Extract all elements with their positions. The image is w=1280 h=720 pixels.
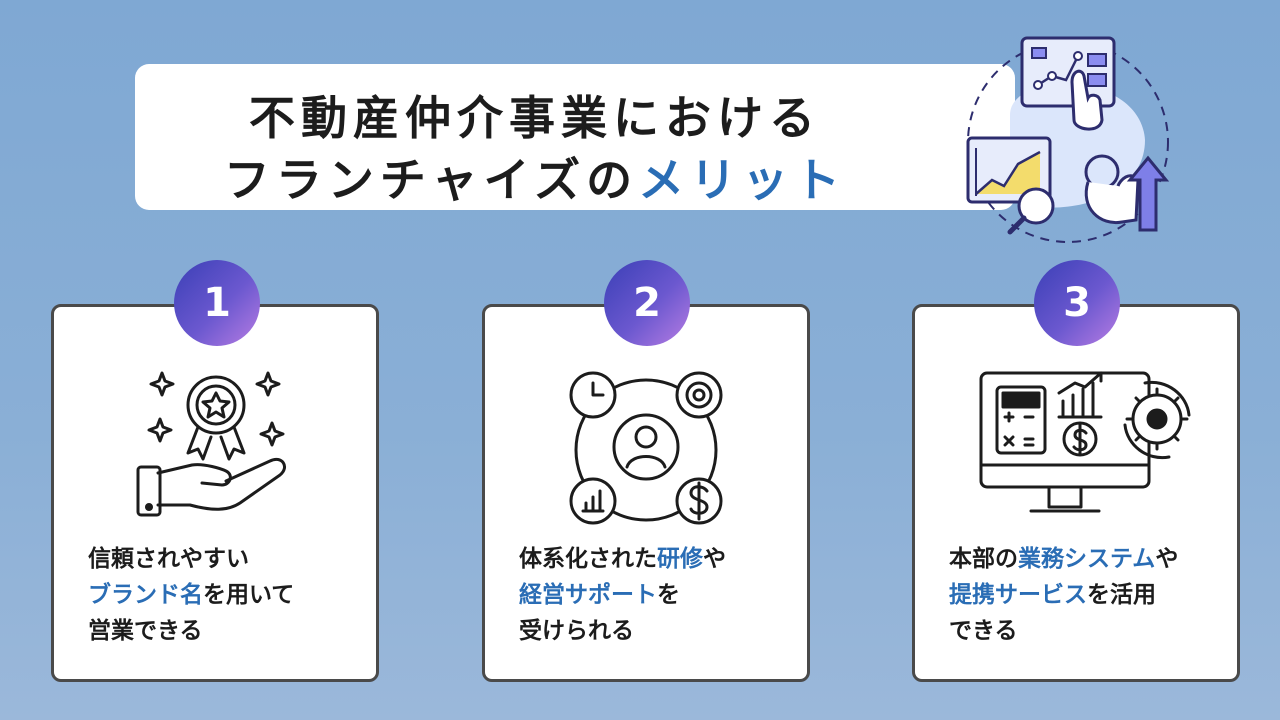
title-prefix: フランチャイズの: [223, 153, 639, 207]
award-hand-icon: [136, 371, 286, 517]
merit-text-2: 体系化された研修や 経営サポートを 受けられる: [519, 541, 789, 649]
merit-2-line-3: 受けられる: [519, 618, 634, 644]
merit-2-highlight-2: 経営サポート: [519, 582, 657, 608]
title-box: 不動産仲介事業における フランチャイズのメリット: [135, 64, 1015, 210]
page-title-line-2: フランチャイズのメリット: [135, 144, 935, 210]
merit-3-highlight-1: 業務システム: [1018, 546, 1156, 572]
number-badge-1: 1: [174, 260, 260, 346]
merit-2-line-2: 経営サポートを: [519, 577, 789, 613]
merit-2-line-1: 体系化された研修や: [519, 541, 789, 577]
merit-card-2: 体系化された研修や 経営サポートを 受けられる: [482, 304, 810, 682]
merit-2-highlight-1: 研修: [657, 546, 703, 572]
merit-2-line-1-pre: 体系化された: [519, 546, 657, 572]
page-title-line-1: 不動産仲介事業における: [249, 91, 821, 145]
number-badge-3: 3: [1034, 260, 1120, 346]
merit-text-3: 本部の業務システムや 提携サービスを活用 できる: [949, 541, 1219, 649]
merit-card-1: 信頼されやすい ブランド名を用いて 営業できる: [51, 304, 379, 682]
merit-1-line-2: ブランド名を用いて: [88, 577, 358, 613]
merit-1-line-3: 営業できる: [88, 618, 203, 644]
support-network-icon: [569, 371, 723, 525]
merit-3-line-2-rest: を活用: [1087, 582, 1156, 608]
merit-3-line-1-pre: 本部の: [949, 546, 1018, 572]
merit-3-line-3: できる: [949, 618, 1018, 644]
merit-2-line-1-post: や: [703, 546, 726, 572]
merit-1-line-1: 信頼されやすい: [88, 546, 249, 572]
merit-1-line-2-rest: を用いて: [203, 582, 295, 608]
merit-2-line-2-rest: を: [657, 582, 680, 608]
title-accent: メリット: [638, 153, 847, 207]
merit-3-highlight-2: 提携サービス: [949, 582, 1087, 608]
merit-3-line-2: 提携サービスを活用: [949, 577, 1219, 613]
merit-text-1: 信頼されやすい ブランド名を用いて 営業できる: [88, 541, 358, 649]
business-system-icon: [979, 371, 1191, 513]
merit-3-line-1-post: や: [1155, 546, 1179, 572]
merit-1-highlight: ブランド名: [88, 582, 203, 608]
merit-card-3: 本部の業務システムや 提携サービスを活用 できる: [912, 304, 1240, 682]
merit-illustration-icon: [966, 36, 1170, 243]
number-badge-2: 2: [604, 260, 690, 346]
merit-3-line-1: 本部の業務システムや: [949, 541, 1219, 577]
